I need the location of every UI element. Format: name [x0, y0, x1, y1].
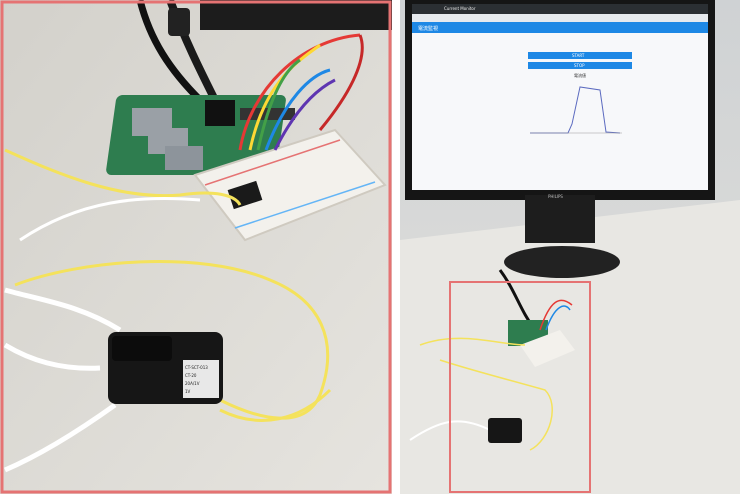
- app-header: [412, 22, 708, 33]
- jumper-wire: [264, 68, 331, 151]
- closeup-photo-drawing: CT-SCT-013 CT-20 20A/1V 1V: [0, 0, 392, 494]
- white-wire: [4, 402, 117, 473]
- monitor-brand: PHILIPS: [548, 194, 563, 199]
- highlight-frame: [449, 281, 591, 493]
- closeup-photo: CT-SCT-013 CT-20 20A/1V 1V: [0, 0, 392, 494]
- yellow-wire: [219, 388, 332, 422]
- jumper-wire: [273, 78, 336, 151]
- jumper-wire: [256, 58, 301, 151]
- overview-photo: Current Monitor 電流監視 START STOP 電流値 PHIL…: [400, 0, 740, 494]
- monitor-base: [504, 246, 620, 278]
- start-button-label: START: [572, 53, 585, 58]
- power-switch: [168, 8, 190, 36]
- browser-tab-title: Current Monitor: [444, 6, 476, 11]
- monitor: [405, 0, 715, 278]
- browser-address-bar: [412, 14, 708, 22]
- white-wire: [3, 342, 101, 371]
- keyboard-edge: [200, 0, 392, 30]
- ct-label-line: CT-SCT-013: [185, 365, 208, 370]
- desk-surface: [0, 0, 392, 494]
- yellow-wire: [4, 148, 242, 206]
- black-cable: [136, 0, 203, 103]
- breadboard: [193, 128, 387, 242]
- raspberry-pi: [106, 95, 295, 175]
- browser-tab-bar: [412, 4, 708, 14]
- highlight-frame: [0, 0, 392, 494]
- chart-caption: 電流値: [574, 72, 586, 78]
- ct-clamp-sensor: [108, 332, 223, 404]
- ct-label-line: 20A/1V: [185, 381, 200, 386]
- white-wire: [4, 287, 122, 333]
- monitor-stand: [525, 195, 595, 243]
- white-wire: [19, 196, 201, 242]
- overview-photo-drawing: Current Monitor 電流監視 START STOP 電流値 PHIL…: [400, 0, 740, 494]
- ct-label-line: CT-20: [185, 373, 197, 378]
- jumper-wire: [318, 34, 364, 131]
- stop-button-label: STOP: [574, 63, 585, 68]
- jumper-wire: [238, 33, 361, 151]
- page-header: 電流監視: [418, 25, 438, 32]
- setup-on-desk: [409, 269, 575, 451]
- ct-label-line: 1V: [185, 389, 191, 394]
